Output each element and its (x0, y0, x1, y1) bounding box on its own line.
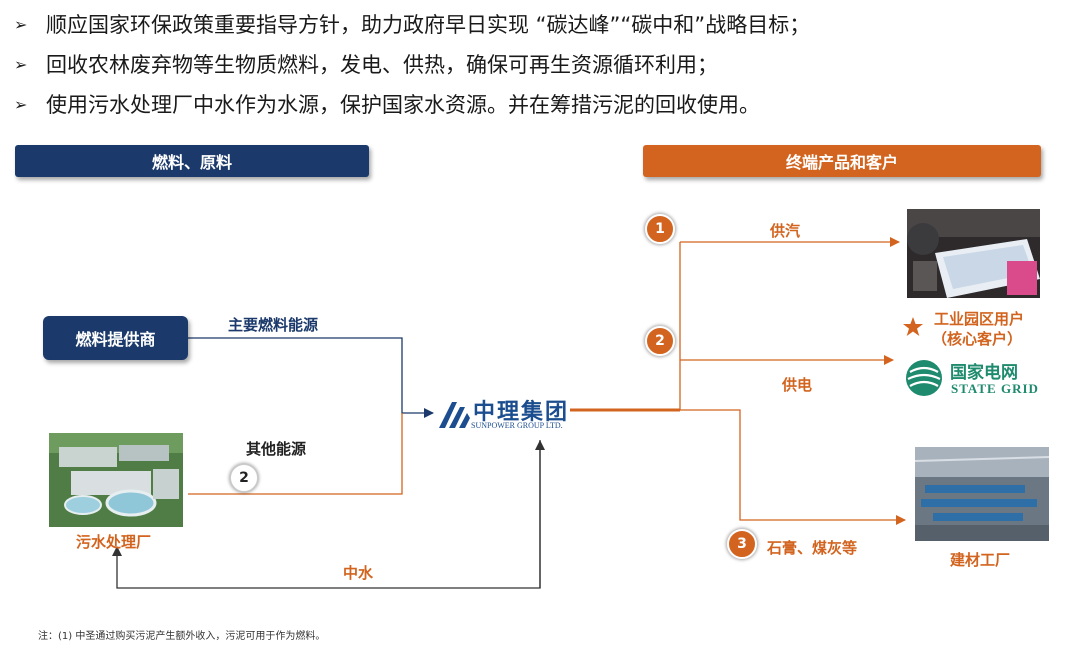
industrial-park-label: 工业园区用户 (934, 310, 1025, 328)
power-badge: 2 (645, 326, 675, 356)
bullet-item: ➢ 回收农林废弃物等生物质燃料，发电、供热，确保可再生资源循环利用； (14, 44, 1054, 84)
bullet-arrow-icon: ➢ (14, 94, 28, 114)
power-label: 供电 (782, 376, 813, 394)
footnote: 注：(1) 中圣通过购买污泥产生额外收入，污泥可用于作为燃料。 (38, 631, 326, 642)
building-factory-photo (915, 447, 1049, 541)
industrial-park-photo (907, 209, 1040, 298)
star-icon (903, 317, 923, 336)
bullet-text: 使用污水处理厂中水作为水源，保护国家水资源。并在筹措污泥的回收使用。 (46, 93, 760, 117)
company-name-en: SUNPOWER GROUP LTD. (471, 421, 563, 430)
other-energy-badge: 2 (230, 464, 258, 492)
flow-other-energy-line (188, 413, 403, 495)
header-fuel-materials: 燃料、原料 (15, 145, 369, 177)
building-factory-label: 建材工厂 (950, 551, 1011, 569)
reclaimed-water-label: 中水 (343, 564, 374, 582)
state-grid-logo-icon (906, 360, 942, 396)
bullet-item: ➢ 使用污水处理厂中水作为水源，保护国家水资源。并在筹措污泥的回收使用。 (14, 84, 1054, 124)
bullet-item: ➢ 顺应国家环保政策重要指导方针，助力政府早日实现 “碳达峰”“碳中和”战略目标… (14, 4, 1054, 44)
other-energy-label: 其他能源 (246, 440, 307, 458)
state-grid-name-cn: 国家电网 (950, 363, 1018, 383)
sewage-plant-label: 污水处理厂 (76, 533, 152, 551)
bullet-arrow-icon: ➢ (14, 14, 28, 34)
flow-main-fuel-line (188, 337, 434, 418)
main-fuel-label: 主要燃料能源 (228, 316, 319, 334)
bullet-arrow-icon: ➢ (14, 54, 28, 74)
supplier-box: 燃料提供商 (43, 316, 188, 360)
company-name-cn: 中理集团 (473, 399, 570, 425)
industrial-park-core-label: （核心客户） (932, 330, 1023, 348)
bullet-text: 回收农林废弃物等生物质燃料，发电、供热，确保可再生资源循环利用； (46, 53, 718, 77)
header-products-customers: 终端产品和客户 (643, 145, 1041, 177)
sewage-plant-photo (49, 433, 183, 527)
state-grid-name-en: STATE GRID (951, 381, 1039, 396)
flow-gypsum-line (626, 409, 906, 525)
gypsum-label: 石膏、煤灰等 (767, 539, 858, 557)
bullet-text: 顺应国家环保政策重要指导方针，助力政府早日实现 “碳达峰”“碳中和”战略目标； (46, 13, 811, 37)
sunpower-logo-icon (439, 402, 470, 428)
gypsum-badge: 3 (727, 529, 757, 559)
steam-label: 供汽 (770, 222, 801, 240)
steam-badge: 1 (645, 214, 675, 244)
sunpower-logo: 中理集团 SUNPOWER GROUP LTD. (437, 394, 577, 436)
bullet-list: ➢ 顺应国家环保政策重要指导方针，助力政府早日实现 “碳达峰”“碳中和”战略目标… (14, 4, 1054, 124)
